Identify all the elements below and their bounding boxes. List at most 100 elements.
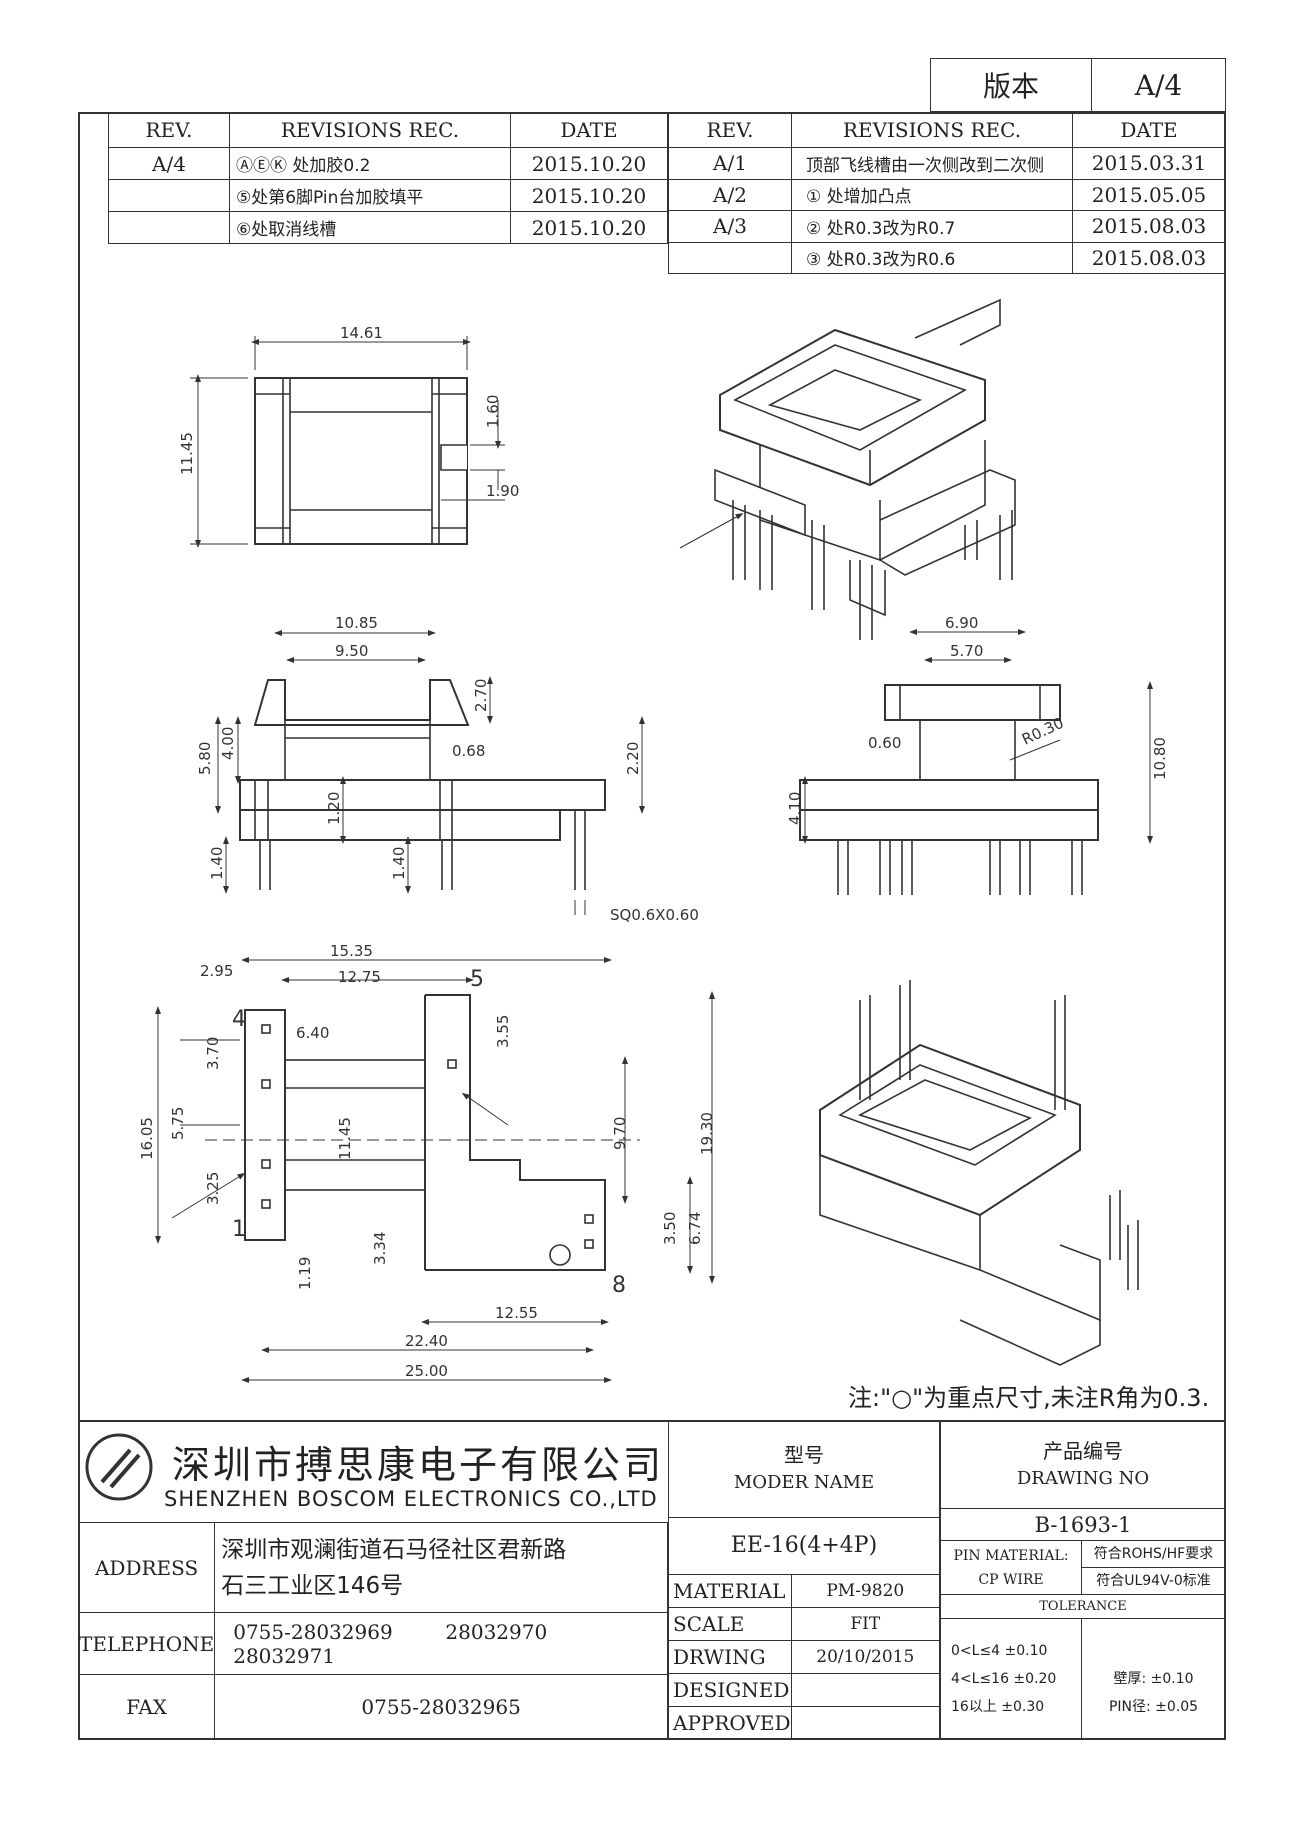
- date-cell: 2015.03.31: [1072, 147, 1226, 180]
- version-value: A/4: [1091, 58, 1226, 112]
- model-label-cn: 型号: [784, 1442, 824, 1467]
- designed-label: DESIGNED: [668, 1672, 792, 1707]
- material-value: PM-9820: [790, 1573, 941, 1608]
- company-name-en: SHENZHEN BOSCOM ELECTRONICS CO.,LTD: [164, 1487, 658, 1511]
- dim-label: 0.60: [868, 734, 901, 752]
- title-block: [78, 1420, 1226, 1742]
- dim-label: 1.19: [296, 1257, 314, 1290]
- dim-label: 1.40: [208, 847, 226, 880]
- dim-label: 2.20: [624, 742, 642, 775]
- dim-label: SQ0.6X0.60: [610, 906, 699, 924]
- version-label: 版本: [930, 58, 1092, 112]
- pin-diameter-tolerance: PIN径: ±0.05: [1108, 1699, 1199, 1715]
- dim-label: 2.95: [200, 962, 233, 980]
- dim-label: 15.35: [330, 942, 373, 960]
- dim-label: 3.70: [204, 1037, 222, 1070]
- tolerance-row-1: 0<L≤4 ±0.10: [951, 1643, 1048, 1659]
- wall-tolerance: 壁厚: ±0.10: [1113, 1671, 1194, 1687]
- dim-label: 5.75: [169, 1107, 187, 1140]
- dim-label: 10.80: [1151, 737, 1169, 780]
- drawing-label-cn: 产品编号: [1043, 1438, 1123, 1463]
- dim-label: 10.85: [335, 614, 378, 632]
- rev-cell: A/1: [668, 147, 792, 180]
- date-cell: 2015.10.20: [510, 179, 668, 212]
- rec-cell: ⑥处取消线槽: [229, 211, 511, 244]
- dim-label: 1.20: [325, 792, 343, 825]
- version-box: 版本 A/4: [930, 58, 1226, 112]
- dim-label: 11.45: [178, 432, 196, 475]
- address-line2: 石三工业区146号: [221, 1572, 404, 1599]
- dim-label: 4.10: [786, 792, 804, 825]
- dim-label: 6.90: [945, 614, 978, 632]
- dim-label: 19.30: [698, 1112, 716, 1155]
- date-header: DATE: [510, 112, 668, 148]
- rev-header: REV.: [108, 112, 230, 148]
- rec-cell: ① 处增加凸点: [791, 178, 1073, 211]
- telephone-1: 0755-28032969: [233, 1619, 393, 1644]
- tolerance-row-2: 4<L≤16 ±0.20: [951, 1671, 1057, 1687]
- rev-cell: [668, 241, 792, 274]
- boscom-logo-icon: [84, 1432, 154, 1502]
- dim-label: 11.45: [336, 1117, 354, 1160]
- dim-label: 1.60: [484, 395, 502, 428]
- note: 注:"○"为重点尺寸,未注R角为0.3.: [848, 1384, 1210, 1412]
- address-label: ADDRESS: [77, 1522, 216, 1613]
- dim-label: 12.75: [338, 968, 381, 986]
- dim-label: 3.55: [494, 1015, 512, 1048]
- rec-cell: ③ 处R0.3改为R0.6: [791, 241, 1073, 274]
- date-cell: 2015.08.03: [1072, 241, 1226, 274]
- date-cell: 2015.10.20: [510, 147, 668, 180]
- isometric-view-bottom: [819, 980, 1139, 1366]
- drawing-no-value: B-1693-1: [940, 1508, 1226, 1541]
- dim-label: 9.70: [611, 1117, 629, 1150]
- scale-label: SCALE: [668, 1606, 792, 1641]
- pin-number: 1: [232, 1217, 246, 1242]
- dim-label: 0.68: [452, 742, 485, 760]
- dim-label: 25.00: [405, 1362, 448, 1380]
- dim-label: 2.70: [472, 679, 490, 712]
- dim-label: 1.90: [486, 482, 519, 500]
- dim-label: 22.40: [405, 1332, 448, 1350]
- rec-cell: ⒶⒺⓀ 处加胶0.2: [229, 147, 511, 180]
- rec-cell: ⑤处第6脚Pin台加胶填平: [229, 179, 511, 212]
- rev-cell: [108, 211, 230, 244]
- pin-number: 5: [470, 967, 484, 992]
- dim-label: 16.05: [138, 1117, 156, 1160]
- material-label: MATERIAL: [668, 1573, 792, 1608]
- contact-table: ADDRESS 深圳市观澜街道石马径社区君新路 石三工业区146号 TELEPH…: [77, 1522, 668, 1740]
- dim-label: 6.40: [296, 1024, 329, 1042]
- drawing-date: 20/10/2015: [790, 1639, 941, 1674]
- telephone-2: 28032970: [445, 1619, 548, 1644]
- rohs-note: 符合ROHS/HF要求: [1082, 1541, 1225, 1568]
- dim-label: 5.80: [196, 742, 214, 775]
- bottom-view: [155, 957, 715, 1383]
- side-view: [799, 629, 1153, 895]
- pin-number: 8: [612, 1273, 626, 1298]
- approved-label: APPROVED: [668, 1705, 792, 1741]
- dim-label: 5.70: [950, 642, 983, 660]
- rev-header: REV.: [668, 112, 792, 148]
- rec-header: REVISIONS REC.: [229, 112, 511, 148]
- fax-value: 0755-28032965: [214, 1674, 668, 1740]
- dim-label: 14.61: [340, 324, 383, 342]
- model-label-en: MODER NAME: [733, 1471, 875, 1493]
- address-line1: 深圳市观澜街道石马径社区君新路: [221, 1536, 567, 1563]
- dim-label: 9.50: [335, 642, 368, 660]
- dim-label: 12.55: [495, 1304, 538, 1322]
- fax-label: FAX: [77, 1674, 216, 1740]
- drawing-label-en: DRAWING NO: [1016, 1467, 1150, 1489]
- date-cell: 2015.08.03: [1072, 210, 1226, 243]
- rev-cell: A/2: [668, 178, 792, 211]
- telephone-3: 28032971: [233, 1643, 336, 1668]
- dim-label: 1.40: [390, 847, 408, 880]
- drawing-no-table: 产品编号 DRAWING NO B-1693-1 PIN MATERIAL: C…: [940, 1420, 1226, 1740]
- model-value: EE-16(4+4P): [668, 1516, 940, 1575]
- pin-number: 4: [232, 1007, 246, 1032]
- ul-note: 符合UL94V-0标准: [1096, 1573, 1211, 1589]
- date-header: DATE: [1072, 112, 1226, 148]
- drawing-date-label: DRWING: [668, 1639, 792, 1674]
- telephone-label: TELEPHONE: [77, 1612, 216, 1675]
- isometric-view-top: [679, 298, 1016, 640]
